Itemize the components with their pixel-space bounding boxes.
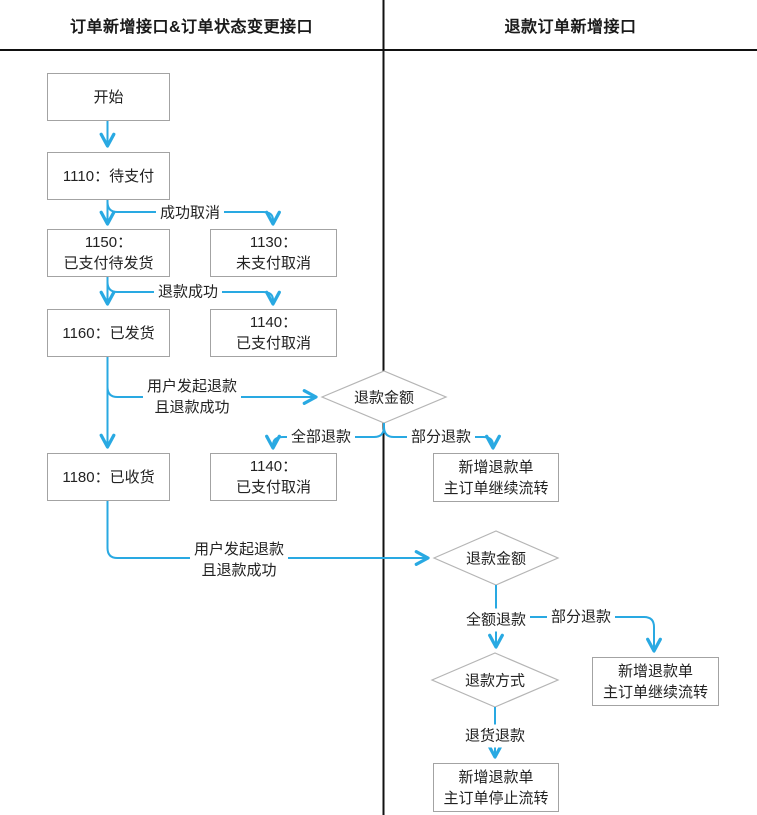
decision-refund-amount-1: [320, 370, 448, 424]
edge-label-full-refund: 全额退款: [461, 608, 531, 632]
edge-label-refund-success: 退款成功: [153, 280, 223, 304]
arrow-1150-to-1140: [106, 281, 281, 306]
node-1130-unpaid-cancel: 1130： 未支付取消: [210, 229, 337, 277]
lane-header-order: 订单新增接口&订单状态变更接口: [69, 19, 314, 36]
edge-label-user-refund-1: 用户发起退款 且退款成功: [142, 375, 242, 419]
node-1140-paid-cancel-b: 1140： 已支付取消: [210, 453, 337, 501]
edge-label-all-refund: 全部退款: [286, 425, 356, 449]
edge-label-return-refund: 退货退款: [460, 724, 530, 748]
decision-refund-method: [430, 652, 560, 708]
edge-label-part-refund-1: 部分退款: [406, 425, 476, 449]
edge-label-user-refund-2: 用户发起退款 且退款成功: [189, 538, 289, 582]
lane-header-refund: 退款订单新增接口: [504, 19, 637, 36]
decision-label-refund-amount-2: 退款金额: [465, 550, 527, 568]
node-1180-received: 1180：已收货: [47, 453, 170, 501]
arrow-1180-to-refund-amount2: [106, 499, 430, 566]
node-start: 开始: [47, 73, 170, 121]
decision-label-refund-method: 退款方式: [464, 672, 526, 690]
node-1150-paid-awaiting-ship: 1150： 已支付待发货: [47, 229, 170, 277]
node-1140-paid-cancel-a: 1140： 已支付取消: [210, 309, 337, 357]
node-new-refund-continue-1: 新增退款单 主订单继续流转: [433, 453, 559, 502]
decision-refund-amount-2: [432, 530, 560, 586]
node-1160-shipped: 1160：已发货: [47, 309, 170, 357]
node-new-refund-stop: 新增退款单 主订单停止流转: [433, 763, 559, 812]
edge-label-cancel-success: 成功取消: [155, 201, 225, 225]
node-1110-pending-pay: 1110：待支付: [47, 152, 170, 200]
arrow-1110-to-1130: [106, 201, 281, 226]
decision-label-refund-amount-1: 退款金额: [353, 389, 415, 407]
edge-label-part-refund-2: 部分退款: [546, 605, 616, 629]
arrow-1160-to-refund-amount: [106, 386, 318, 405]
node-new-refund-continue-2: 新增退款单 主订单继续流转: [592, 657, 719, 706]
